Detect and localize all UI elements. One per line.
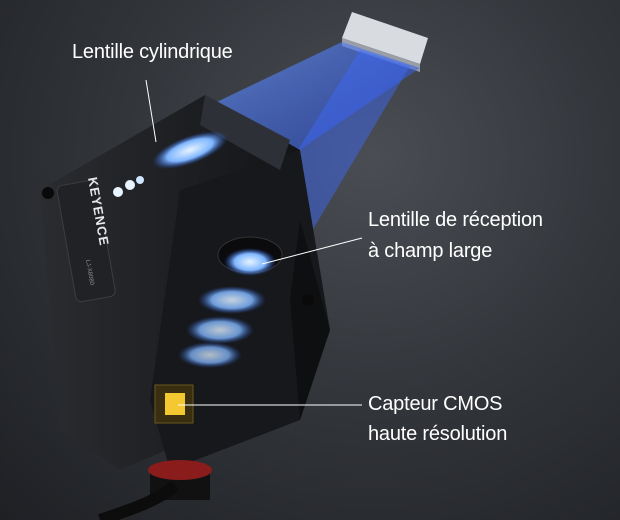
label-cmos-line2: haute résolution <box>368 423 508 445</box>
label-cylindrical-lens: Lentille cylindrique <box>72 41 233 63</box>
leader-line-cylindrical-lens <box>145 79 157 143</box>
model-label: LJ-X8080 <box>84 259 94 286</box>
cmos-sensor <box>154 384 194 424</box>
receiver-lens <box>178 236 283 368</box>
label-receiver-lens-line2: à champ large <box>368 240 493 262</box>
label-receiver-lens-line1: Lentille de réception <box>368 209 543 231</box>
cylindrical-lens <box>113 131 228 197</box>
leader-line-receiver-lens <box>261 237 363 265</box>
label-cmos-line1: Capteur CMOS <box>368 393 503 415</box>
